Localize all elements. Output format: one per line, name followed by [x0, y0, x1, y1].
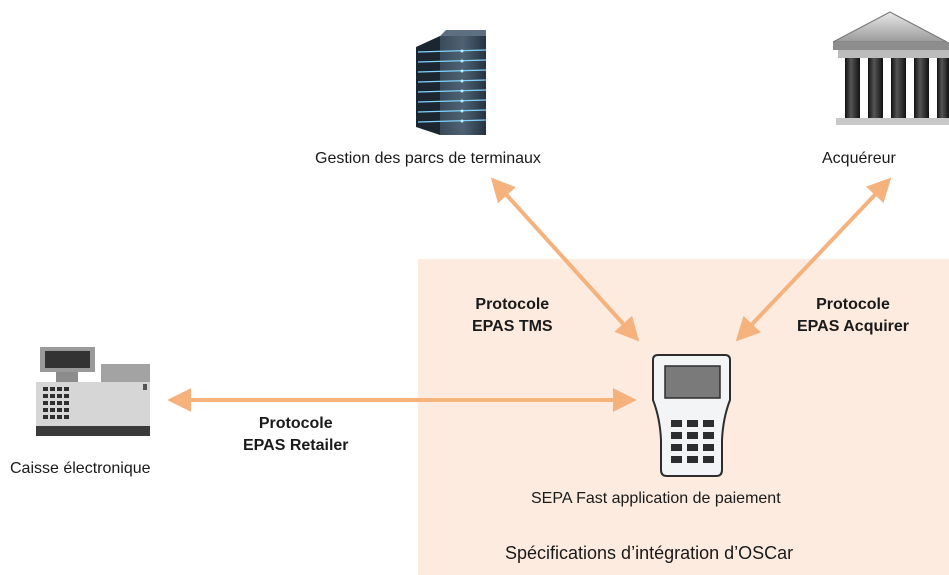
protocol-acquirer-label: Protocole EPAS Acquirer: [797, 294, 909, 338]
bank-icon: [832, 11, 949, 125]
server-icon: [416, 30, 487, 135]
arrow-acquirer: [735, 177, 892, 342]
protocol-retailer-label: Protocole EPAS Retailer: [243, 413, 349, 457]
arrow-tms: [490, 177, 640, 342]
payment-terminal-icon: [652, 354, 731, 477]
terminal-label: SEPA Fast application de paiement: [531, 490, 781, 507]
region-title: Spécifications d’intégration d’OSCar: [505, 543, 794, 563]
protocol-tms-line2: EPAS TMS: [472, 318, 553, 335]
protocol-tms-label: Protocole EPAS TMS: [472, 294, 553, 338]
protocol-retailer-line2: EPAS Retailer: [243, 437, 349, 454]
acquirer-label: Acquéreur: [822, 150, 896, 167]
retailer-label: Caisse électronique: [10, 460, 151, 477]
protocol-acquirer-line2: EPAS Acquirer: [797, 318, 910, 335]
tms-label: Gestion des parcs de terminaux: [315, 150, 541, 167]
protocol-tms-line1: Protocole: [475, 296, 550, 313]
protocol-acquirer-line1: Protocole: [816, 296, 890, 313]
protocol-retailer-line1: Protocole: [258, 415, 333, 432]
cash-register-icon: [36, 347, 150, 436]
